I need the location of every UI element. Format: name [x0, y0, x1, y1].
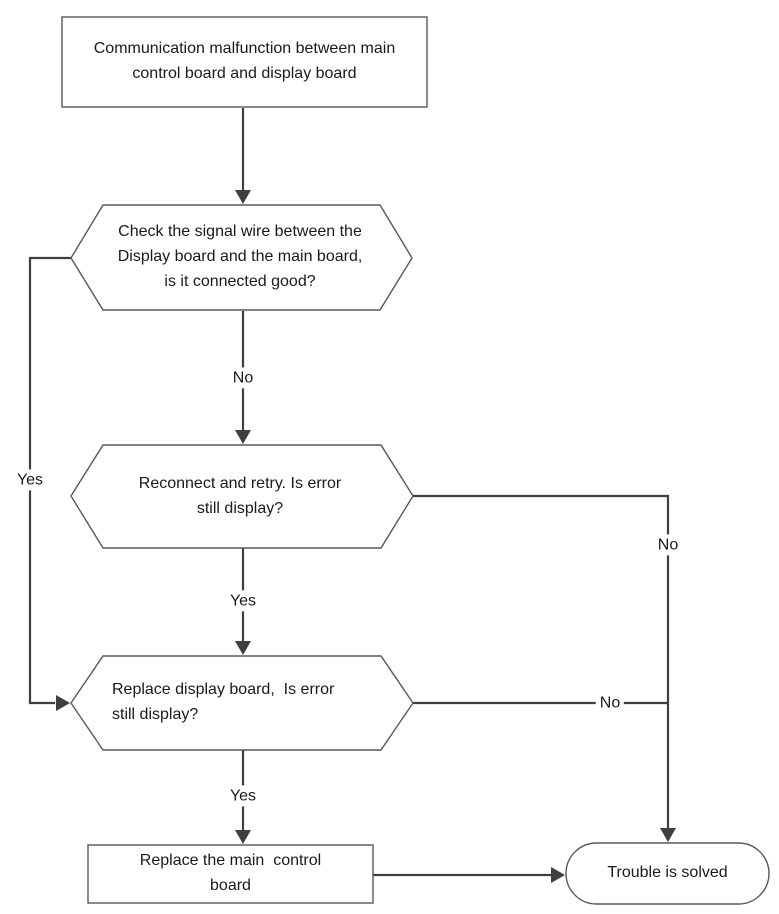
arrowhead-start-to-check — [235, 190, 251, 204]
node-check-wire: Check the signal wire between the Displa… — [117, 223, 363, 290]
edge-label-reconnect-yes: Yes — [225, 590, 261, 612]
arrowhead-replace-display-yes-to-replace-main — [235, 830, 251, 844]
edge-label-replace-display-yes: Yes — [225, 785, 261, 807]
arrowhead-check-no-to-reconnect — [235, 430, 251, 444]
shape-replace-main-rectangle — [87, 844, 374, 904]
edge-label-check-no: No — [228, 367, 258, 389]
edge-label-replace-display-no: No — [595, 692, 625, 714]
shape-replace-display-hexagon — [70, 655, 414, 751]
arrowhead-replace-main-to-solved — [551, 867, 565, 883]
arrowhead-reconnect-no-to-solved — [660, 828, 676, 842]
edge-label-check-yes: Yes — [12, 469, 48, 491]
edge-reconnect-no-to-solved — [413, 494, 670, 828]
edge-label-reconnect-no: No — [653, 534, 683, 556]
node-replace-display: Replace display board, Is error still di… — [112, 681, 335, 723]
shape-solved-stadium — [565, 842, 770, 905]
node-start: Communication malfunction between main c… — [93, 40, 396, 82]
shape-reconnect-hexagon — [70, 444, 414, 549]
arrowhead-check-yes-to-replace-display — [56, 695, 70, 711]
node-replace-main: Replace the main control board — [139, 852, 322, 894]
node-reconnect: Reconnect and retry. Is error still disp… — [138, 474, 342, 517]
node-solved: Trouble is solved — [607, 864, 728, 882]
shape-start-rectangle — [61, 16, 428, 108]
arrowhead-reconnect-yes-to-replace-display — [235, 641, 251, 655]
shape-check-wire-hexagon — [70, 204, 413, 311]
